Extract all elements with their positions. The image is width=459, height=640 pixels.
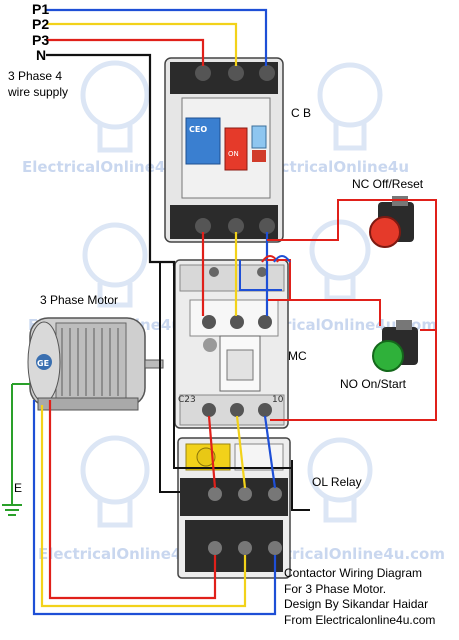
mc-to-ol-wires xyxy=(207,415,277,489)
nc-label: NC Off/Reset xyxy=(352,177,424,191)
watermark-2: ElectricalOnline4u xyxy=(255,158,409,176)
neutral-control xyxy=(159,262,310,511)
p2-wire xyxy=(46,22,238,66)
phase-p2-label: P2 xyxy=(32,16,50,32)
control-wires xyxy=(239,199,437,421)
motor-label: 3 Phase Motor xyxy=(40,293,119,307)
mc-label: MC xyxy=(288,349,307,363)
credit-line-3: Design By Sikandar Haidar xyxy=(284,597,429,611)
phase-p3-label: P3 xyxy=(32,32,50,48)
credit-line-2: For 3 Phase Motor. xyxy=(284,581,387,596)
credit-line-1: Contactor Wiring Diagram xyxy=(284,566,423,580)
p1-wire xyxy=(46,8,268,66)
motor-brand: GE xyxy=(37,359,49,368)
watermark-6: ctricalOnline4u.com xyxy=(276,545,445,563)
supply-wires xyxy=(46,8,268,266)
ol-label: OL Relay xyxy=(312,475,362,489)
cb-to-mc-wires xyxy=(201,232,269,316)
supply-label-line2: wire supply xyxy=(8,85,69,99)
n-wire xyxy=(46,53,176,266)
phase-p1-label: P1 xyxy=(32,1,50,17)
no-label: NO On/Start xyxy=(340,377,407,391)
no-on-button xyxy=(372,320,418,372)
contactor-code-left: C23 xyxy=(178,395,196,405)
cb-brand: CEO xyxy=(189,125,207,134)
overload-relay xyxy=(177,437,291,579)
bulb-decoration-icon xyxy=(80,60,383,528)
credit-line-4: From Electricalonline4u.com xyxy=(284,612,436,627)
earth-icon xyxy=(2,383,30,516)
watermark-5: ElectricalOnline4u xyxy=(38,545,192,563)
cb-on-text: ON xyxy=(228,150,239,158)
ol-to-motor-wires xyxy=(32,400,277,616)
circuit-breaker: CEO ON xyxy=(164,57,284,243)
supply-label-line1: 3 Phase 4 xyxy=(8,69,63,83)
motor: GE xyxy=(27,317,164,411)
contactor-code-right: 10 xyxy=(272,395,284,405)
p3-wire xyxy=(46,38,205,66)
cb-label: C B xyxy=(291,106,312,120)
earth-label: E xyxy=(14,481,23,495)
credit-block: Contactor Wiring Diagram For 3 Phase Mot… xyxy=(284,566,435,628)
contactor: C23 10 xyxy=(174,259,289,429)
phase-n-label: N xyxy=(36,47,47,63)
nc-off-button xyxy=(369,196,414,248)
